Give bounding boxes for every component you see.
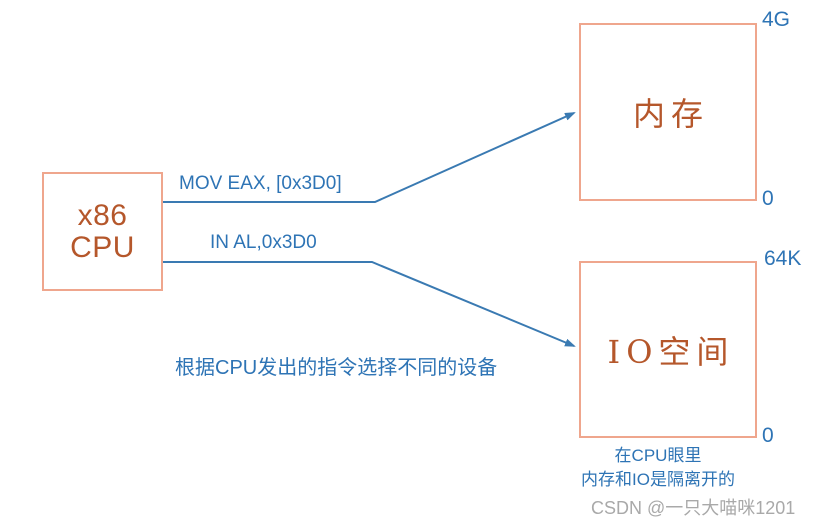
note-line2: 内存和IO是隔离开的	[581, 470, 735, 489]
cpu-label-line1: x86	[77, 198, 128, 232]
note-cpu-view: 在CPU眼里 内存和IO是隔离开的	[558, 444, 758, 492]
cpu-label-line2: CPU	[70, 230, 135, 264]
memory-box: 内存	[579, 23, 757, 201]
io-min-label: 0	[762, 424, 774, 447]
io-max-label: 64K	[764, 247, 802, 270]
io-label: IO空间	[607, 332, 735, 371]
memory-label: 内存	[632, 95, 709, 133]
memory-min-label: 0	[762, 187, 774, 210]
arrow-cpu-to-io	[163, 261, 576, 347]
cpu-box: x86 CPU	[42, 172, 163, 291]
watermark-text: CSDN @一只大喵咪1201	[591, 498, 796, 518]
instruction-io-access: IN AL,0x3D0	[210, 232, 317, 253]
memory-max-label: 4G	[762, 8, 791, 31]
instruction-memory-access: MOV EAX, [0x3D0]	[179, 173, 342, 194]
note-line1: 在CPU眼里	[614, 446, 702, 465]
io-box: IO空间	[579, 261, 757, 438]
caption-select-device: 根据CPU发出的指令选择不同的设备	[175, 357, 498, 379]
